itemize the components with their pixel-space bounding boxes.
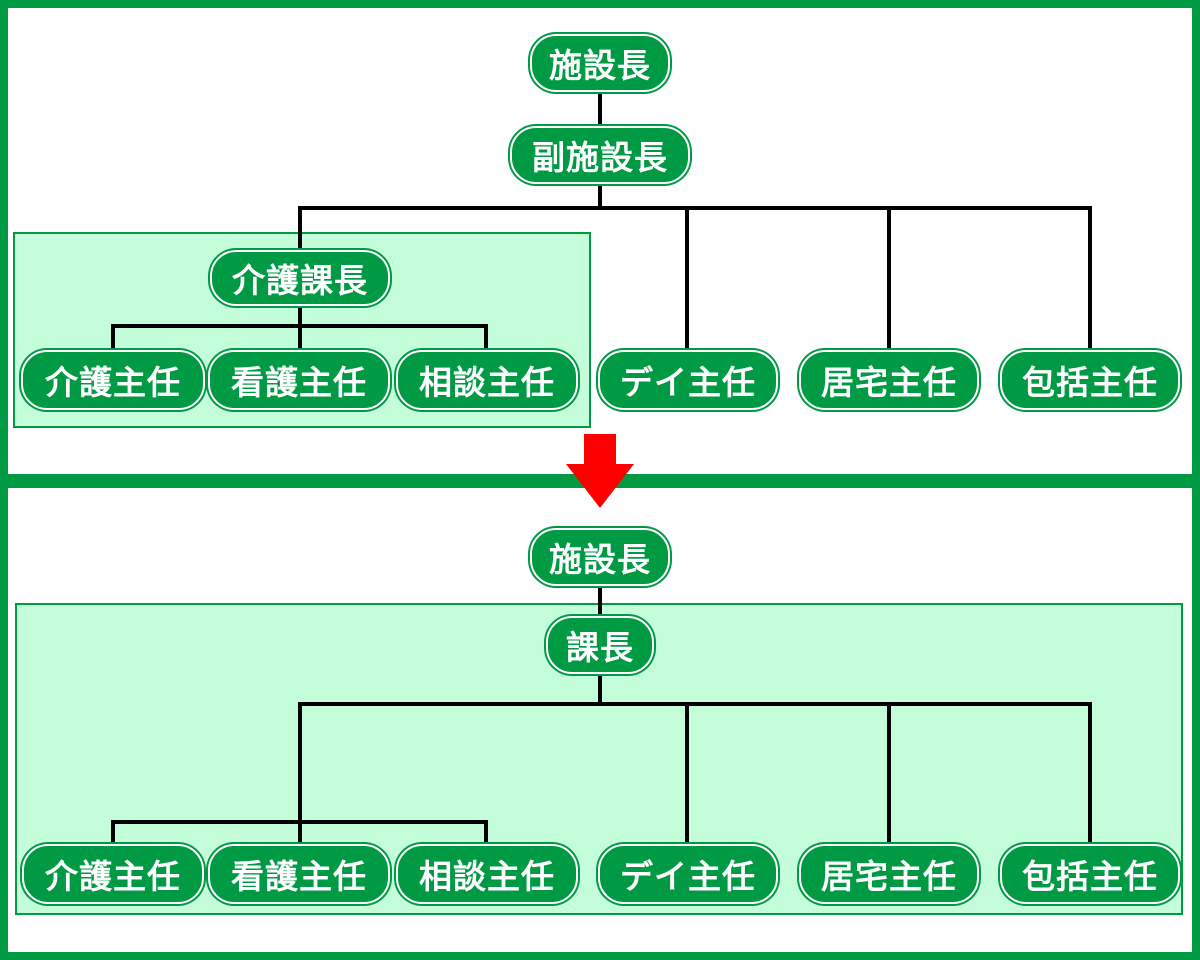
after-inclusive-chief-node: 包括主任 [1000,844,1180,904]
before-home-chief-node: 居宅主任 [799,350,979,410]
before-director-node: 施設長 [530,34,670,92]
before-consult-chief-node: 相談主任 [396,350,578,410]
after-home-chief-node: 居宅主任 [799,844,979,904]
before-inclusive-chief-node: 包括主任 [1000,350,1180,410]
after-care-chief-node: 介護主任 [22,844,204,904]
after-nursing-chief-node: 看護主任 [208,844,390,904]
before-nursing-chief-node: 看護主任 [208,350,390,410]
before-care-manager-node: 介護課長 [210,250,390,306]
before-day-chief-node: デイ主任 [598,350,778,410]
after-director-node: 施設長 [530,528,670,586]
arrow-down-icon [566,434,634,508]
after-day-chief-node: デイ主任 [598,844,778,904]
before-care-chief-node: 介護主任 [21,350,205,410]
after-consult-chief-node: 相談主任 [396,844,578,904]
after-section-manager-node: 課長 [546,616,654,674]
before-vice-director-node: 副施設長 [510,126,690,184]
